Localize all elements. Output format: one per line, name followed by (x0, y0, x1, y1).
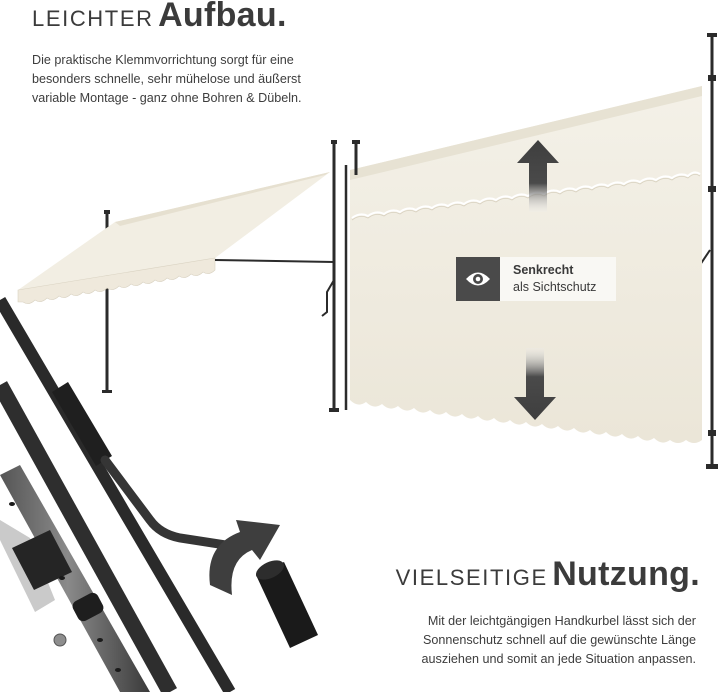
eye-icon (456, 257, 500, 301)
top-description-line: variable Montage - ganz ohne Bohren & Dü… (32, 91, 302, 105)
top-description: Die praktische Klemmvorrichtung sorgt fü… (32, 51, 352, 108)
top-heading: LEICHTER Aufbau. (32, 0, 287, 35)
bottom-description: Mit der leichtgängigen Handkurbel lässt … (356, 612, 696, 669)
bottom-description-line: Mit der leichtgängigen Handkurbel lässt … (427, 614, 696, 628)
arrow-down-icon (514, 348, 556, 420)
bottom-description-line: ausziehen und somit an jede Situation an… (421, 652, 696, 666)
crank-closeup (0, 296, 318, 692)
badge-title: Senkrecht (513, 263, 574, 277)
arrow-up-icon (517, 140, 559, 212)
top-heading-light: LEICHTER (32, 6, 154, 31)
top-description-line: Die praktische Klemmvorrichtung sorgt fü… (32, 53, 294, 67)
badge-subtitle: als Sichtschutz (513, 280, 597, 294)
bottom-heading: VIELSEITIGE Nutzung. (396, 555, 700, 594)
feature-badge: Senkrecht als Sichtschutz (456, 257, 616, 301)
bottom-description-line: Sonnenschutz schnell auf die gewünschte … (422, 633, 696, 647)
top-description-line: besonders schnelle, sehr mühelose und äu… (32, 72, 301, 86)
bottom-heading-bold: Nutzung. (552, 555, 700, 593)
horizontal-awning (17, 140, 339, 412)
bottom-heading-light: VIELSEITIGE (395, 565, 548, 590)
top-heading-bold: Aufbau. (158, 0, 287, 34)
